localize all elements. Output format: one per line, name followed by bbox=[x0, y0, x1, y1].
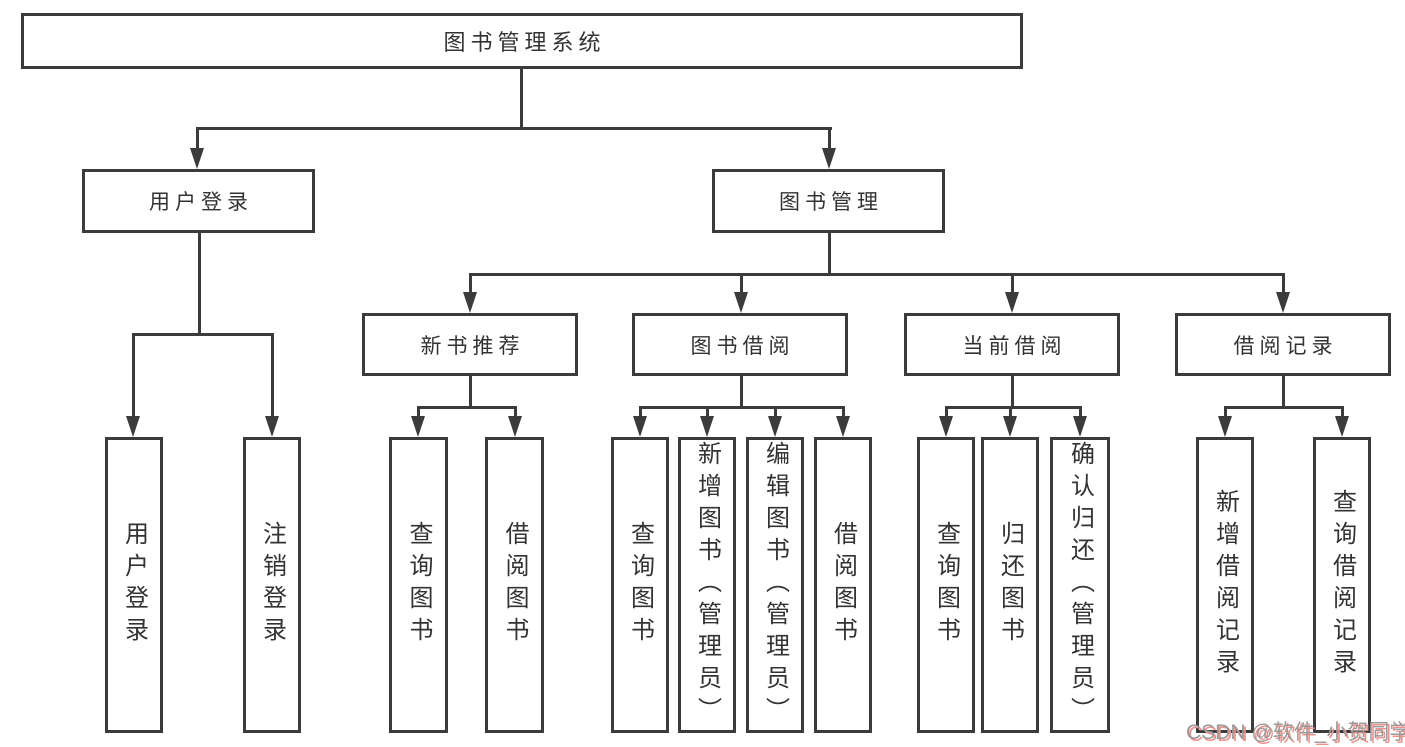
csdn-watermark: CSDN @软件_小贺同学 bbox=[1186, 721, 1405, 744]
edge-split bbox=[945, 406, 1082, 409]
arrow-down-icon bbox=[1005, 292, 1019, 313]
leaf-borrow-books: 借阅图书 bbox=[814, 437, 872, 733]
edge-stem bbox=[740, 376, 743, 408]
leaf-query-borrow-record: 查询借阅记录 bbox=[1313, 437, 1371, 733]
edge-drop-leaf bbox=[842, 406, 845, 420]
edge-drop-book-borrow bbox=[740, 273, 743, 296]
arrow-down-icon bbox=[190, 148, 204, 169]
edge-drop-user-login bbox=[196, 127, 199, 154]
arrow-down-icon bbox=[700, 416, 714, 437]
edge-book-mgmt-stem bbox=[828, 233, 831, 276]
arrow-down-icon bbox=[411, 416, 425, 437]
edge-user-login-stem bbox=[198, 233, 201, 336]
node-new-book-recommend: 新书推荐 bbox=[362, 313, 578, 376]
edge-stem bbox=[1282, 376, 1285, 408]
edge-drop-leaf bbox=[639, 406, 642, 420]
leaf-confirm-return-admin: 确认归还（管理员） bbox=[1050, 437, 1110, 733]
node-current-borrow: 当前借阅 bbox=[904, 313, 1120, 376]
leaf-query-books-borrow: 查询图书 bbox=[611, 437, 669, 733]
edge-root-stem bbox=[520, 67, 523, 129]
edge-drop-leaf bbox=[1341, 406, 1344, 420]
arrow-down-icon bbox=[633, 416, 647, 437]
edge-drop-new-book bbox=[469, 273, 472, 296]
arrow-down-icon bbox=[939, 416, 953, 437]
leaf-query-books-current: 查询图书 bbox=[917, 437, 975, 733]
arrow-down-icon bbox=[1276, 292, 1290, 313]
edge-drop-leaf bbox=[417, 406, 420, 420]
edge-drop-leaf bbox=[945, 406, 948, 420]
leaf-add-borrow-record: 新增借阅记录 bbox=[1196, 437, 1254, 733]
node-borrow-records: 借阅记录 bbox=[1175, 313, 1391, 376]
leaf-return-books: 归还图书 bbox=[981, 437, 1039, 733]
arrow-down-icon bbox=[265, 416, 279, 437]
arrow-down-icon bbox=[463, 292, 477, 313]
edge-drop-leaf bbox=[774, 406, 777, 420]
arrow-down-icon bbox=[1003, 416, 1017, 437]
node-user-login: 用户登录 bbox=[82, 169, 315, 233]
node-root-library-system: 图书管理系统 bbox=[21, 13, 1023, 69]
arrow-down-icon bbox=[822, 148, 836, 169]
edge-stem bbox=[469, 376, 472, 408]
arrow-down-icon bbox=[126, 416, 140, 437]
edge-drop-leaf bbox=[1224, 406, 1227, 420]
arrow-down-icon bbox=[1218, 416, 1232, 437]
arrow-down-icon bbox=[836, 416, 850, 437]
arrow-down-icon bbox=[768, 416, 782, 437]
edge-book-mgmt-split bbox=[469, 273, 1285, 276]
edge-drop-leaf bbox=[1009, 406, 1012, 420]
leaf-add-book-admin: 新增图书（管理员） bbox=[678, 437, 736, 733]
edge-drop-leaf bbox=[706, 406, 709, 420]
edge-drop-leaf bbox=[132, 333, 135, 420]
arrow-down-icon bbox=[734, 292, 748, 313]
edge-split bbox=[639, 406, 845, 409]
leaf-logout: 注销登录 bbox=[243, 437, 301, 733]
edge-drop-leaf bbox=[1079, 406, 1082, 420]
edge-stem bbox=[1011, 376, 1014, 408]
edge-root-split bbox=[196, 127, 832, 130]
edge-drop-current-borrow bbox=[1011, 273, 1014, 296]
edge-split bbox=[1224, 406, 1344, 409]
node-book-borrow: 图书借阅 bbox=[632, 313, 848, 376]
arrow-down-icon bbox=[1335, 416, 1349, 437]
leaf-edit-book-admin: 编辑图书（管理员） bbox=[746, 437, 804, 733]
arrow-down-icon bbox=[508, 416, 522, 437]
leaf-borrow-books-recommend: 借阅图书 bbox=[485, 437, 544, 733]
edge-drop-leaf bbox=[271, 333, 274, 420]
node-book-management: 图书管理 bbox=[712, 169, 945, 233]
leaf-query-books-recommend: 查询图书 bbox=[389, 437, 448, 733]
leaf-user-login: 用户登录 bbox=[105, 437, 163, 733]
edge-drop-book-mgmt bbox=[828, 127, 831, 154]
arrow-down-icon bbox=[1073, 416, 1087, 437]
edge-split bbox=[417, 406, 517, 409]
edge-user-login-split bbox=[132, 333, 274, 336]
edge-drop-leaf bbox=[514, 406, 517, 420]
edge-drop-borrow-records bbox=[1282, 273, 1285, 296]
